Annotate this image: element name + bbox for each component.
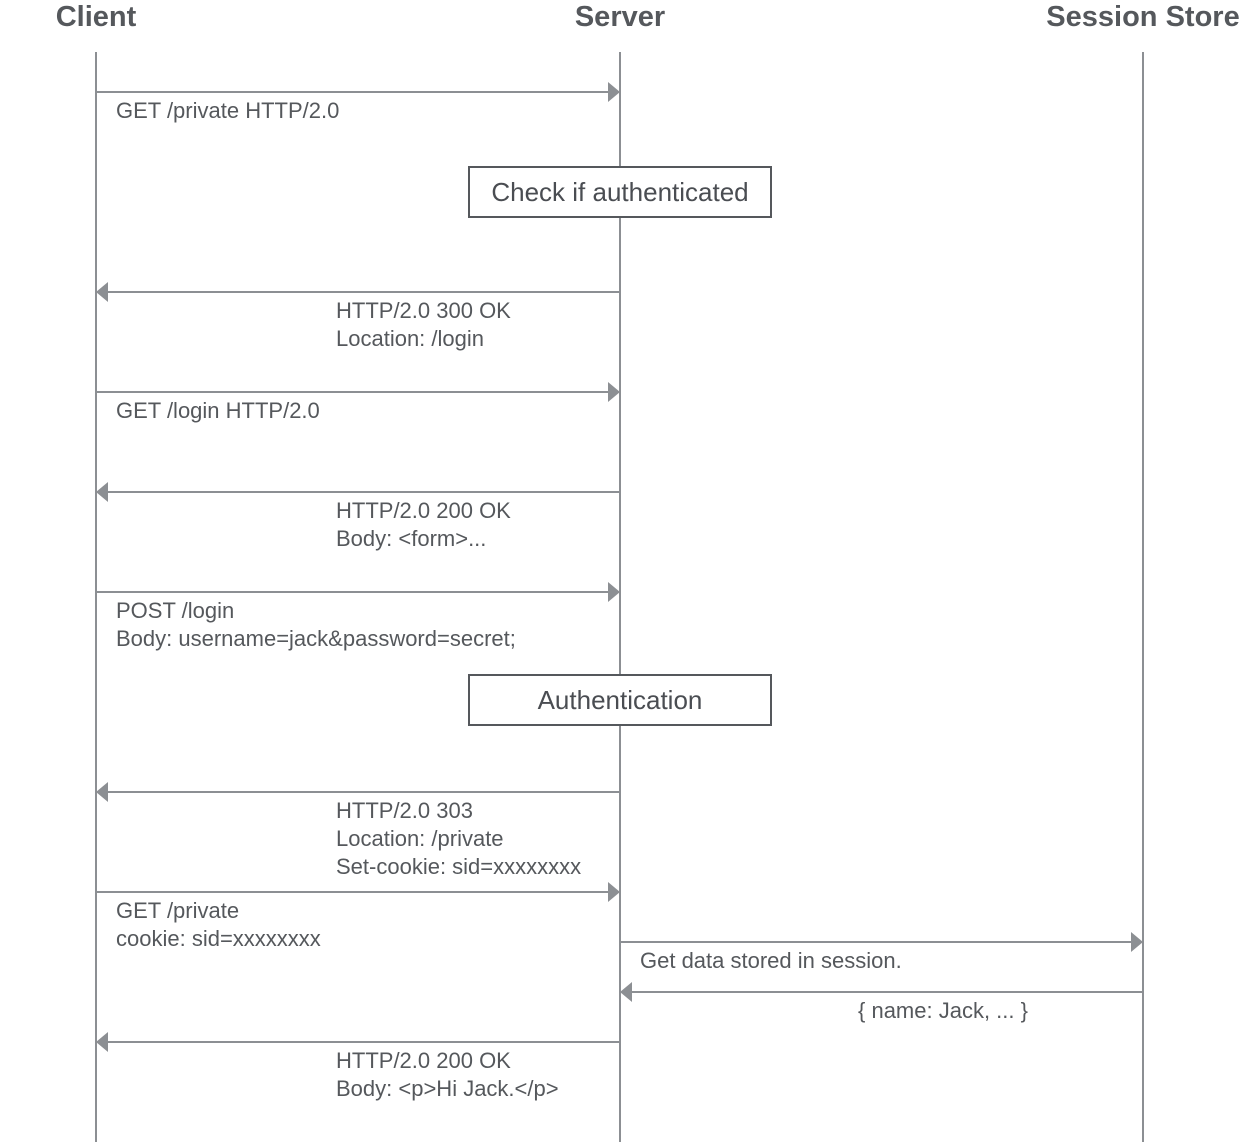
message-label-7: GET /private cookie: sid=xxxxxxxx [116, 897, 321, 953]
message-arrow-10 [96, 1032, 620, 1052]
message-label-line: Location: /login [336, 326, 484, 351]
arrow-head [608, 882, 620, 902]
arrow-head [608, 82, 620, 102]
message-label-line: HTTP/2.0 200 OK [336, 1048, 511, 1073]
arrow-head [608, 382, 620, 402]
message-arrow-7 [96, 882, 620, 902]
message-label-line: HTTP/2.0 200 OK [336, 498, 511, 523]
message-label-1: GET /private HTTP/2.0 [116, 97, 339, 125]
actor-server: Server [574, 1, 666, 33]
message-arrow-5 [96, 582, 620, 602]
message-arrow-6 [96, 782, 620, 802]
message-arrow-9 [620, 982, 1143, 1002]
message-arrow-8 [620, 932, 1143, 952]
message-label-line: Body: <p>Hi Jack.</p> [336, 1076, 559, 1101]
message-label-line: POST /login [116, 598, 235, 623]
arrow-head [96, 782, 108, 802]
message-label-3: GET /login HTTP/2.0 [116, 397, 320, 425]
arrow-head [608, 582, 620, 602]
message-label-line: HTTP/2.0 300 OK [336, 298, 511, 323]
message-arrow-1 [96, 82, 620, 102]
note-authentication: Authentication [468, 674, 772, 726]
note-check-authenticated: Check if authenticated [468, 166, 772, 218]
arrow-head [96, 482, 108, 502]
message-label-line: Body: username=jack&password=secret; [116, 626, 516, 651]
message-label-line: Location: /private [336, 826, 504, 851]
message-label-9: { name: Jack, ... } [858, 997, 1028, 1025]
message-label-8: Get data stored in session. [640, 947, 902, 975]
message-label-line: HTTP/2.0 303 [336, 798, 473, 823]
message-arrow-4 [96, 482, 620, 502]
message-label-line: Get data stored in session. [640, 948, 902, 973]
arrow-head [96, 282, 108, 302]
actor-client: Client [55, 1, 137, 33]
message-label-5: POST /login Body: username=jack&password… [116, 597, 516, 653]
message-label-line: Set-cookie: sid=xxxxxxxx [336, 854, 582, 879]
message-label-10: HTTP/2.0 200 OK Body: <p>Hi Jack.</p> [336, 1047, 559, 1103]
message-label-line: GET /login HTTP/2.0 [116, 398, 320, 423]
message-label-line: Body: <form>... [336, 526, 487, 551]
message-label-line: cookie: sid=xxxxxxxx [116, 926, 321, 951]
message-label-line: GET /private [116, 898, 240, 923]
lifeline-client [95, 52, 97, 1142]
lifeline-server [619, 52, 621, 1142]
message-arrow-2 [96, 282, 620, 302]
message-arrow-3 [96, 382, 620, 402]
arrow-head [1131, 932, 1143, 952]
message-label-line: GET /private HTTP/2.0 [116, 98, 340, 123]
arrow-head [96, 1032, 108, 1052]
message-label-line: { name: Jack, ... } [858, 998, 1028, 1023]
arrow-head [620, 982, 632, 1002]
message-label-2: HTTP/2.0 300 OK Location: /login [336, 297, 511, 353]
message-label-4: HTTP/2.0 200 OK Body: <form>... [336, 497, 511, 553]
actor-session-store: Session Store [1046, 1, 1240, 33]
message-label-6: HTTP/2.0 303 Location: /private Set-cook… [336, 797, 581, 881]
lifeline-session-store [1142, 52, 1144, 1142]
